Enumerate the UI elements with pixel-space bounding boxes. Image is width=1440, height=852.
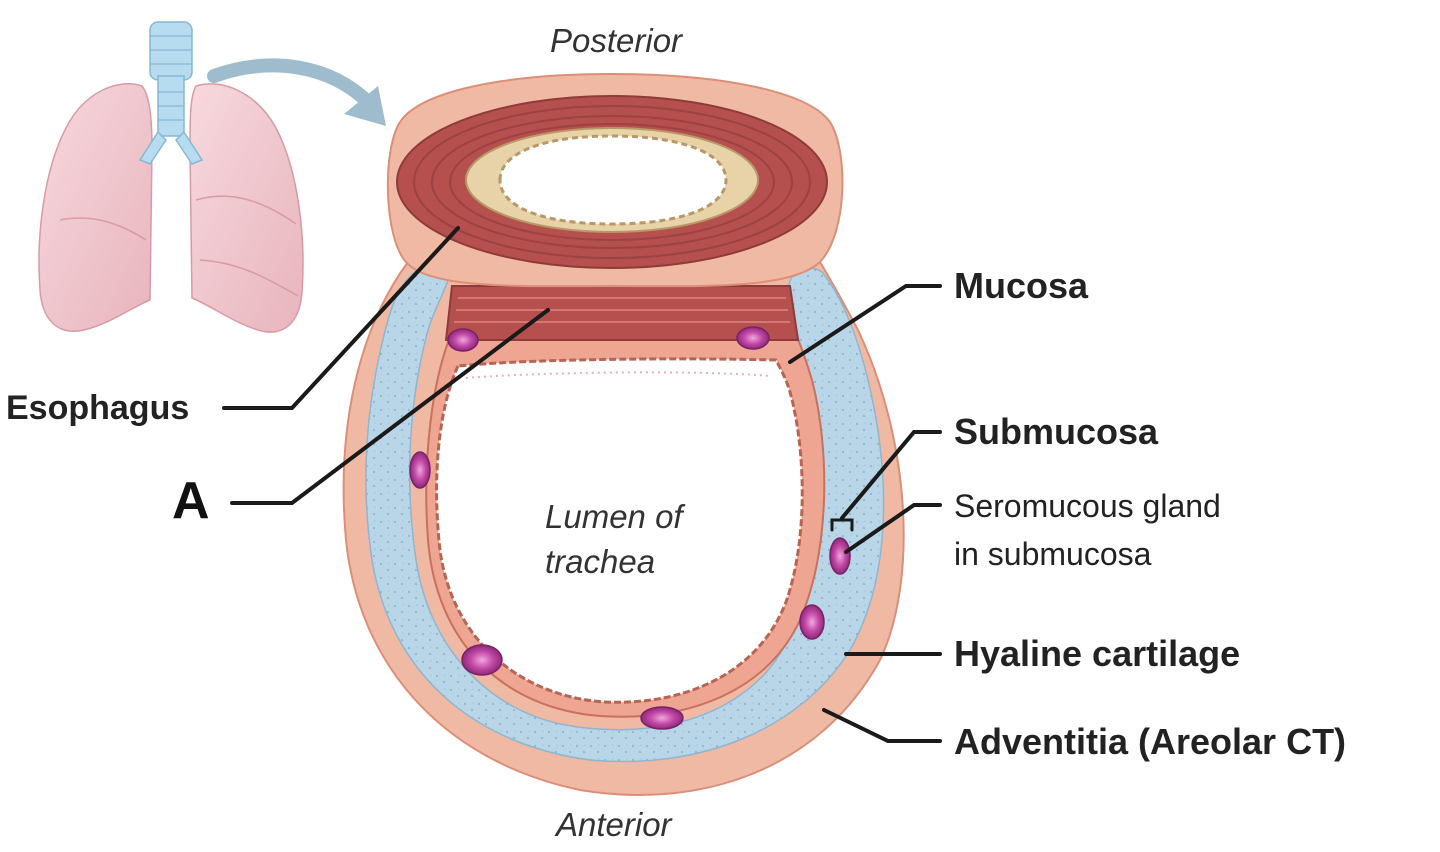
hyaline-cartilage bbox=[365, 262, 885, 763]
right-lung bbox=[189, 83, 304, 333]
esophagus-lumen bbox=[498, 134, 728, 226]
seromucous-gland bbox=[461, 644, 503, 676]
anterior-label: Anterior bbox=[556, 806, 672, 843]
left-lung bbox=[38, 83, 153, 332]
seromucous-gland bbox=[736, 326, 770, 350]
mucosa-leader bbox=[788, 284, 942, 364]
cartilage-label: Hyaline cartilage bbox=[954, 633, 1241, 674]
gland-label-line1: Seromucous gland bbox=[954, 488, 1221, 524]
leader-lines bbox=[222, 226, 942, 743]
a-label: A bbox=[172, 472, 210, 530]
lungs-thumbnail bbox=[38, 21, 304, 333]
seromucous-gland bbox=[640, 706, 684, 730]
lumen-label-line2: trachea bbox=[545, 543, 656, 580]
tracheal-lumen bbox=[435, 357, 804, 704]
trachea-section bbox=[342, 261, 905, 796]
adventitia-leader bbox=[822, 708, 942, 743]
seromucous-gland bbox=[799, 604, 825, 640]
trachea-icon bbox=[138, 21, 204, 165]
submucosa-leader bbox=[840, 430, 942, 520]
zoom-arrow bbox=[207, 58, 386, 126]
gland-label-line2: in submucosa bbox=[954, 536, 1152, 572]
lumen-label-line1: Lumen of bbox=[545, 498, 683, 535]
esophagus-leader bbox=[222, 226, 460, 410]
gland-leader bbox=[844, 503, 942, 554]
mucosa-label: Mucosa bbox=[954, 265, 1089, 306]
seromucous-gland bbox=[829, 537, 851, 575]
submucosa-label: Submucosa bbox=[954, 411, 1159, 452]
a-leader bbox=[230, 308, 550, 505]
submucosa-bracket bbox=[830, 518, 854, 532]
seromucous-gland bbox=[409, 451, 431, 489]
esophagus-label: Esophagus bbox=[6, 389, 190, 427]
adventitia-label: Adventitia (Areolar CT) bbox=[954, 721, 1347, 762]
seromucous-gland bbox=[447, 328, 479, 352]
posterior-label: Posterior bbox=[550, 22, 683, 59]
esophagus-section bbox=[386, 72, 844, 288]
